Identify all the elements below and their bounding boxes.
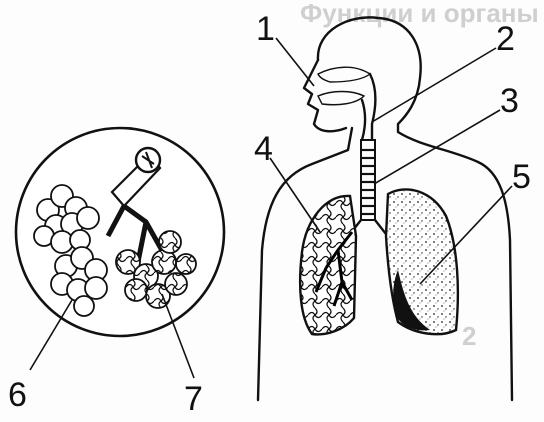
pharynx xyxy=(362,74,376,140)
nasal-cavity xyxy=(318,67,370,82)
label-3: 3 xyxy=(500,82,519,120)
label-6: 6 xyxy=(8,376,27,414)
label-2: 2 xyxy=(496,20,515,58)
label-1: 1 xyxy=(256,10,275,48)
bleed-number: 2 xyxy=(462,321,476,351)
label-5: 5 xyxy=(512,158,531,196)
trachea xyxy=(350,140,386,234)
oral-cavity xyxy=(318,92,364,105)
label-4: 4 xyxy=(254,130,273,168)
label-7: 7 xyxy=(184,380,203,418)
